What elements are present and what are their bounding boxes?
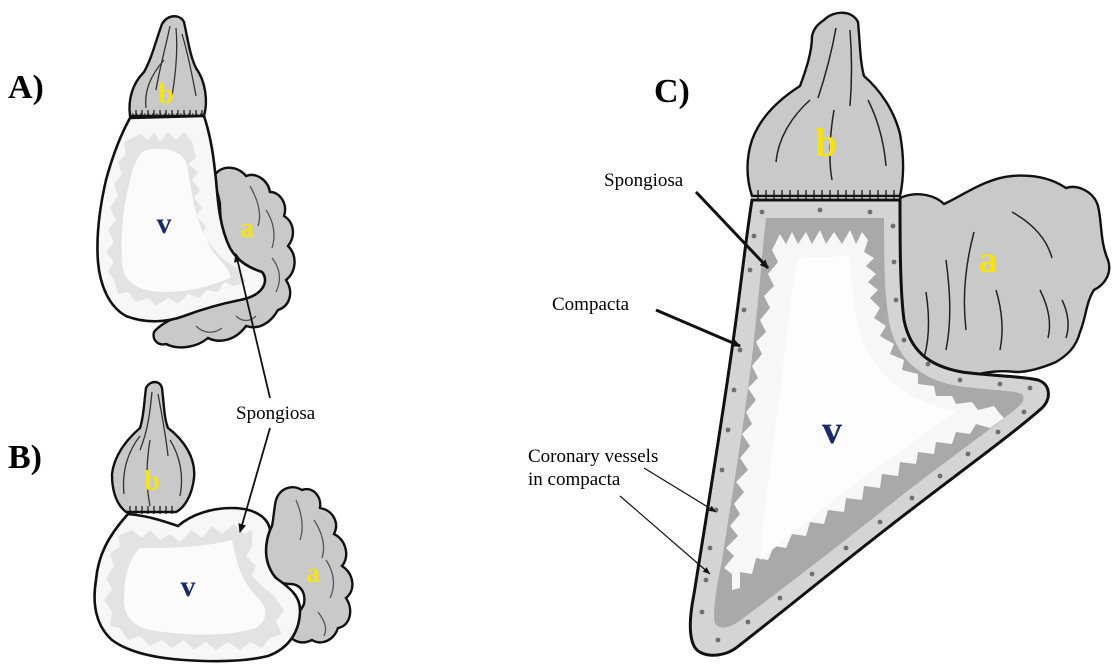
panel-a-bulbus-label: b xyxy=(158,79,174,110)
panel-c: C) xyxy=(654,13,1109,656)
panel-b-ventricle-label: v xyxy=(181,570,196,603)
panel-b-bulbus-label: b xyxy=(144,466,160,497)
panel-b-atrium-label: a xyxy=(306,558,320,589)
coronary-label-line2: in compacta xyxy=(528,469,621,490)
panel-c-bulbus xyxy=(748,13,904,196)
spongiosa-label-ab: Spongiosa xyxy=(236,403,316,424)
panel-c-bulbus-label: b xyxy=(815,120,837,165)
panel-a-label: A) xyxy=(8,69,44,106)
arrow-to-coronary-vessel-2 xyxy=(620,496,710,574)
spongiosa-label-c: Spongiosa xyxy=(604,170,684,191)
panel-a: A) b xyxy=(8,16,295,347)
panel-b-label: B) xyxy=(8,439,42,476)
panel-c-atrium-label: a xyxy=(979,239,998,281)
panel-a-ventricle-label: v xyxy=(157,207,172,240)
arrow-to-panel-c-compacta xyxy=(656,310,740,346)
panel-c-label: C) xyxy=(654,73,690,110)
panel-c-ventricle-label: v xyxy=(822,407,842,452)
coronary-label-line1: Coronary vessels xyxy=(528,446,658,467)
panel-a-atrium-label: a xyxy=(240,213,254,244)
compacta-label-c: Compacta xyxy=(552,294,630,315)
arrow-to-coronary-vessel-1 xyxy=(644,468,716,512)
panel-c-atrium xyxy=(900,176,1109,378)
